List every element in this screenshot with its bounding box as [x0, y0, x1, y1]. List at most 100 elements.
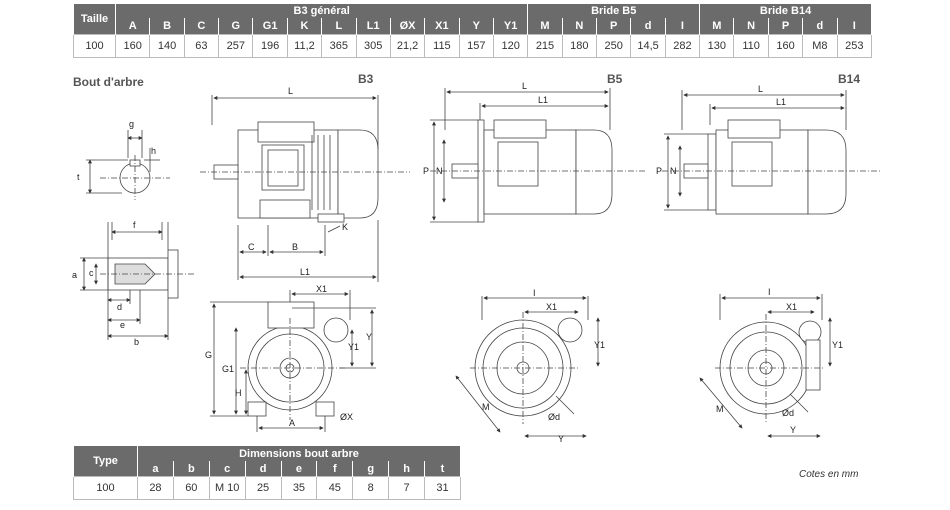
b14-dim-X1: X1 — [786, 302, 797, 312]
b3-dim-G: G — [205, 350, 212, 360]
column-header: Y — [458, 18, 494, 35]
table-cell: 8 — [352, 476, 390, 500]
b5-dim-P: P — [423, 166, 429, 176]
b14-dim-M: M — [716, 404, 724, 414]
b5-dim-I: I — [533, 288, 536, 298]
shaft-side-view — [80, 222, 195, 340]
table-cell: 110 — [733, 34, 769, 58]
column-header: h — [388, 461, 425, 477]
group-header-b5: Bride B5 — [527, 4, 701, 18]
table-cell: 215 — [527, 34, 563, 58]
column-header: P — [767, 18, 804, 35]
taille-header: Taille — [73, 4, 116, 35]
b5-dim-L: L — [522, 81, 527, 91]
b5-dim-L1: L1 — [538, 95, 548, 105]
table-cell: 120 — [492, 34, 529, 58]
table-cell: 257 — [218, 34, 254, 58]
table-cell: 250 — [596, 34, 632, 58]
b3-dim-L1: L1 — [300, 267, 310, 277]
b3-dim-X1: X1 — [316, 284, 327, 294]
b14-motor-side-view — [662, 90, 880, 215]
table-cell: 25 — [244, 476, 282, 500]
units-note: Cotes en mm — [799, 469, 859, 480]
table-cell: 45 — [316, 476, 354, 500]
column-header: Y1 — [492, 18, 529, 35]
table-cell: 180 — [561, 34, 598, 58]
table-cell: 365 — [321, 34, 357, 58]
b14-dim-Od: Ød — [782, 408, 794, 418]
column-header: I — [836, 18, 873, 35]
b5-label: B5 — [607, 72, 623, 86]
b14-dim-Y1: Y1 — [832, 340, 843, 350]
b5-motor-front-view — [455, 296, 600, 438]
column-header: a — [137, 461, 174, 477]
b5-motor-side-view — [430, 88, 645, 223]
shaft-cross-section — [86, 130, 170, 200]
type-header: Type — [73, 446, 138, 477]
table-cell: 14,5 — [630, 34, 666, 58]
table-cell: 7 — [388, 476, 425, 500]
column-header: t — [424, 461, 461, 477]
dim-e: e — [120, 320, 125, 330]
taille-cell: 100 — [73, 34, 116, 58]
b3-dim-Y1: Y1 — [348, 342, 359, 352]
column-header: P — [596, 18, 632, 35]
b3-label: B3 — [358, 72, 374, 86]
table-cell: 140 — [149, 34, 185, 58]
b5-dim-M: M — [482, 402, 490, 412]
column-header: c — [208, 461, 246, 477]
table-cell: 305 — [355, 34, 391, 58]
column-header: B — [149, 18, 185, 35]
type-cell: 100 — [73, 476, 138, 500]
b3-dim-OX: ØX — [340, 412, 353, 422]
b14-dim-I: I — [768, 287, 771, 297]
column-header: ØX — [389, 18, 426, 35]
column-header: N — [561, 18, 598, 35]
table-cell: 157 — [458, 34, 494, 58]
b3-motor-side-view — [200, 95, 410, 282]
table-cell: 11,2 — [286, 34, 323, 58]
group-header-b14: Bride B14 — [699, 4, 872, 18]
b14-dim-N: N — [670, 166, 677, 176]
column-header: d — [244, 461, 282, 477]
b3-dim-H: H — [235, 388, 242, 398]
column-header: b — [172, 461, 210, 477]
column-header: A — [114, 18, 151, 35]
column-header: d — [630, 18, 666, 35]
table-cell: 35 — [280, 476, 318, 500]
shaft-end-label: Bout d'arbre — [73, 75, 144, 89]
shaft-group-header: Dimensions bout arbre — [137, 446, 461, 461]
b5-dim-Y1: Y1 — [594, 340, 605, 350]
column-header: L — [321, 18, 357, 35]
table-cell: 130 — [699, 34, 735, 58]
b14-dim-L1: L1 — [776, 97, 786, 107]
table-cell: 60 — [172, 476, 210, 500]
b3-dim-B: B — [292, 242, 298, 252]
column-header: g — [352, 461, 390, 477]
b5-dim-N: N — [436, 166, 443, 176]
table-cell: 160 — [114, 34, 151, 58]
table-cell: M 10 — [208, 476, 246, 500]
dim-b: b — [134, 337, 139, 347]
b14-dim-P: P — [656, 166, 662, 176]
column-header: C — [183, 18, 220, 35]
dim-h: h — [151, 146, 156, 156]
table-cell: 63 — [183, 34, 220, 58]
column-header: G1 — [252, 18, 288, 35]
column-header: G — [218, 18, 254, 35]
b3-dim-Y: Y — [366, 332, 372, 342]
b3-dim-A: A — [289, 418, 295, 428]
column-header: e — [280, 461, 318, 477]
b5-dim-X1: X1 — [546, 302, 557, 312]
dim-g: g — [129, 119, 134, 129]
table-cell: 31 — [424, 476, 461, 500]
b3-dim-C: C — [248, 242, 255, 252]
dimension-labels: g h t f a c d e b L C B K L1 L L1 P N L … — [72, 81, 843, 444]
table-cell: 253 — [836, 34, 873, 58]
b14-dim-Y: Y — [790, 425, 796, 435]
